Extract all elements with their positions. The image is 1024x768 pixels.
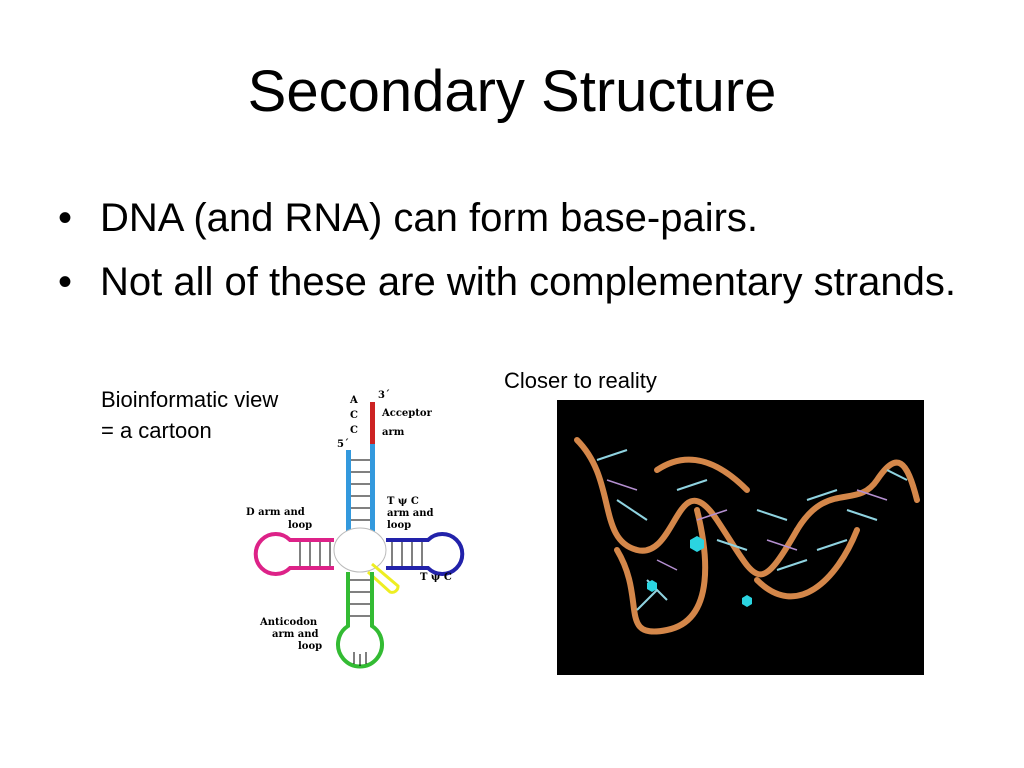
label-t-arm-2: arm and — [387, 508, 434, 519]
t-arm-loop — [386, 532, 465, 576]
label-t-loop: T ψ C — [420, 572, 452, 583]
t-arm-base-ticks — [391, 542, 423, 566]
label-d-loop: loop — [288, 520, 312, 531]
d-arm-base-ticks — [299, 542, 331, 566]
label-5prime: 5´ — [337, 439, 349, 450]
label-acceptor: Acceptor — [381, 408, 433, 419]
anticodon-base-ticks — [350, 579, 370, 666]
bullet-icon: • — [58, 196, 73, 240]
slide-title: Secondary Structure — [247, 59, 777, 124]
caption-bioinformatic-view: Bioinformatic view = a cartoon — [101, 387, 279, 443]
label-3prime: 3´ — [378, 390, 390, 401]
label-d-arm: D arm and — [246, 507, 305, 518]
acceptor-base-ticks — [351, 459, 370, 521]
label-t-arm-1: T ψ C — [387, 496, 419, 507]
stem-5prime — [346, 450, 351, 532]
label-anticodon-1: Anticodon — [259, 617, 318, 628]
center-junction — [333, 527, 387, 573]
label-base-a: A — [349, 395, 358, 406]
caption-closer-to-reality: Closer to reality — [504, 368, 657, 393]
stem-3prime — [370, 444, 375, 532]
bullet-list: •DNA (and RNA) can form base-pairs. •Not… — [58, 190, 958, 318]
trna-cloverleaf-diagram: 3´ A C C 5´ Acceptor arm D arm and loop … — [246, 390, 465, 669]
acceptor-stem — [370, 402, 375, 444]
variable-loop — [366, 562, 400, 594]
d-arm-loop — [253, 532, 334, 576]
bullet-icon: • — [58, 260, 73, 304]
label-arm: arm — [382, 427, 405, 438]
label-anticodon-2: arm and — [272, 629, 319, 640]
bullet-item: •DNA (and RNA) can form base-pairs. — [58, 190, 958, 246]
label-t-arm-3: loop — [387, 520, 411, 531]
label-anticodon-3: loop — [298, 641, 322, 652]
anticodon-arm-loop — [336, 572, 384, 669]
label-base-c1: C — [350, 410, 358, 421]
bullet-item: •Not all of these are with complementary… — [58, 254, 958, 310]
label-base-c2: C — [350, 425, 358, 436]
trna-3d-ribbon-image — [557, 400, 924, 675]
ribbon-render — [557, 400, 924, 675]
